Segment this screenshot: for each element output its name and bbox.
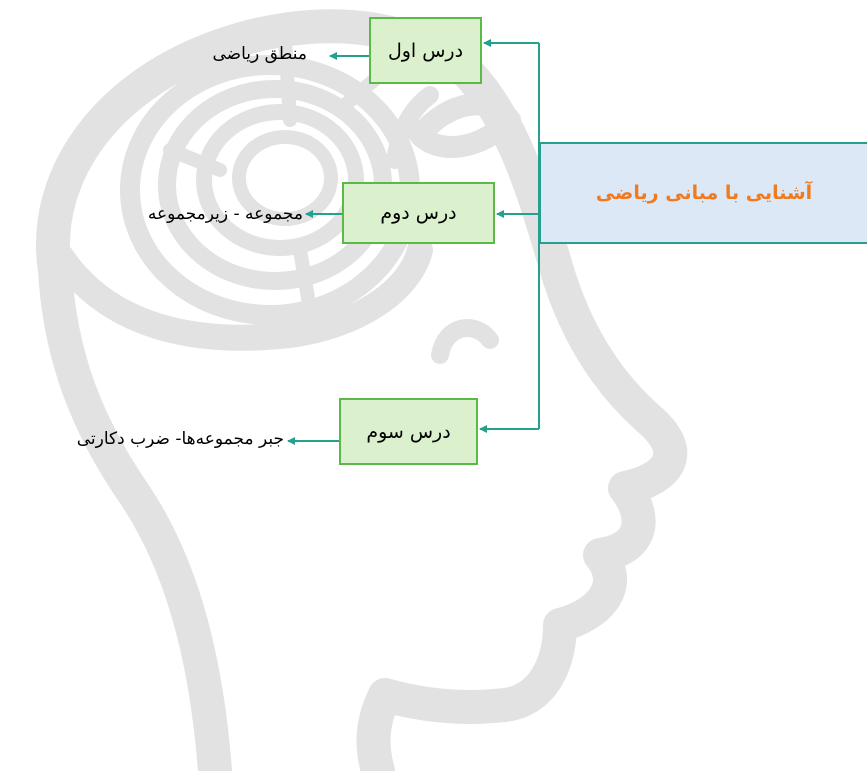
root-node: آشنایی با مبانی ریاضی	[539, 142, 867, 244]
lesson-node-1: درس اول	[369, 17, 482, 84]
lesson-node-3: درس سوم	[339, 398, 478, 465]
lesson-node-2: درس دوم	[342, 182, 495, 244]
topic-label-2: مجموعه - زیرمجموعه	[147, 204, 303, 224]
topic-label-3: جبر مجموعه‌ها- ضرب دکارتی	[76, 429, 284, 449]
topic-label-1: منطق ریاضی	[212, 44, 308, 64]
root-label: آشنایی با مبانی ریاضی	[595, 182, 813, 204]
